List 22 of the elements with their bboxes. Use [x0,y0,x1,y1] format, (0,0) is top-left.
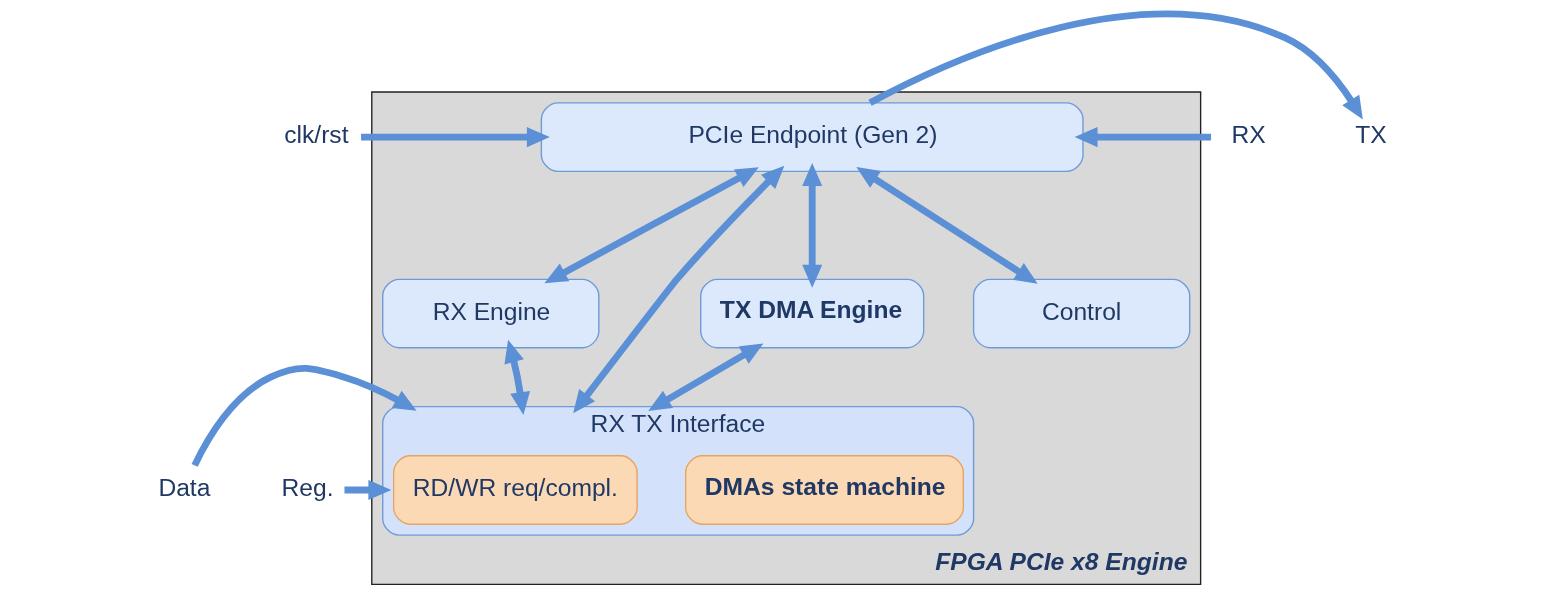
node-text: Data [157,474,210,502]
node-box: Control [972,278,1190,349]
arrow [503,339,530,415]
arrow [543,167,759,284]
arrow [868,10,1363,120]
node-box: DMAs state machine [684,455,964,525]
arrow [801,163,822,288]
node-box: PCIe Endpoint (Gen 2) [540,102,1084,172]
node-text: RX [1230,121,1266,149]
node-text: Reg. [281,474,333,502]
node-text: clk/rst [283,121,349,149]
arrow [360,127,550,148]
arrow [572,165,784,414]
arrow [647,343,763,411]
arrow [1074,127,1211,148]
node-box: RD/WR req/compl. [392,455,638,525]
arrow [855,166,1038,284]
arrow [343,479,391,501]
arrow [191,364,417,467]
node-box: RX Engine [381,278,599,349]
node-text: TX [1354,121,1387,149]
node-box: TX DMA Engine [699,278,924,349]
